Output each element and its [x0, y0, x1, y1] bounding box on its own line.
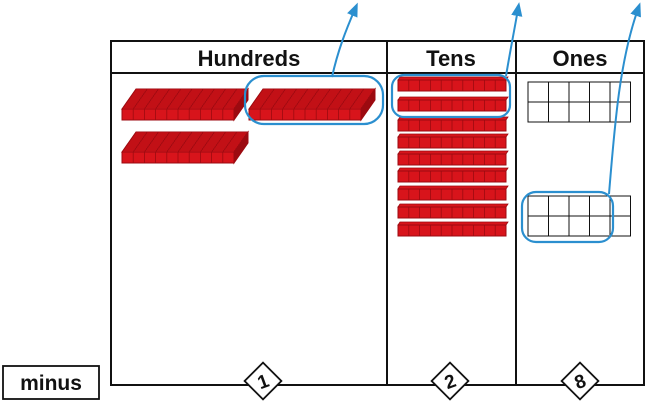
digit-marker-tens: 2	[430, 361, 470, 401]
ones-regroup-circle	[520, 190, 615, 244]
hundreds-header: Hundreds	[198, 46, 301, 71]
ten-frame-bottom	[527, 195, 631, 237]
hundreds-regroup-arrow	[331, 2, 358, 78]
tens-rod-9	[397, 221, 509, 237]
digit-marker-hundreds: 1	[243, 361, 283, 401]
ones-regroup-arrow	[608, 2, 641, 195]
tens-rod-1	[397, 76, 509, 92]
tens-rod-2	[397, 96, 509, 112]
tens-regroup-circle	[390, 73, 512, 119]
hundreds-flat-1	[121, 87, 249, 122]
minus-box	[2, 365, 100, 400]
tens-rod-4	[397, 133, 509, 149]
tens-header: Tens	[426, 46, 476, 71]
tens-rod-7	[397, 185, 509, 201]
tens-rod-8	[397, 203, 509, 219]
hundreds-regroup-circle	[243, 74, 385, 126]
hundreds-flat-2	[248, 87, 376, 122]
tens-rod-3	[397, 116, 509, 132]
regroup-markings	[243, 2, 641, 244]
tens-rod-5	[397, 150, 509, 166]
tens-regroup-arrow	[505, 2, 523, 77]
digit-marker-ones: 8	[560, 361, 600, 401]
ones-header: Ones	[552, 46, 607, 71]
tens-rod-6	[397, 167, 509, 183]
hundreds-flat-3	[121, 130, 249, 165]
minus-label: minus	[20, 372, 82, 395]
ten-frame-top	[527, 81, 631, 123]
